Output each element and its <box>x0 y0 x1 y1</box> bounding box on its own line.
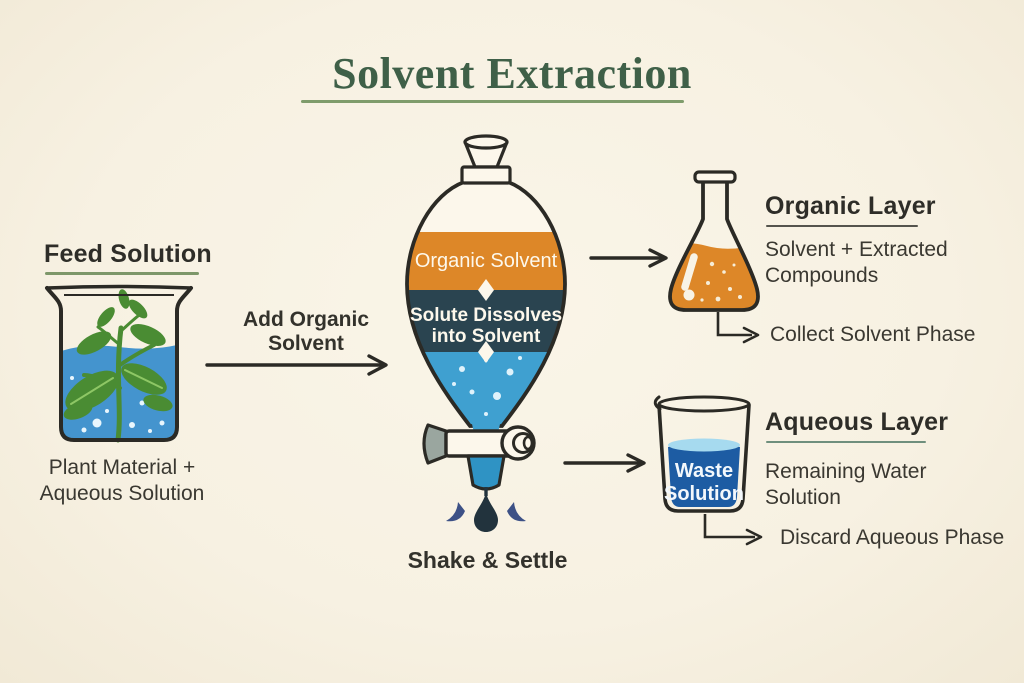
feed-beaker-icon <box>45 284 193 443</box>
feed-heading-underline <box>45 272 199 275</box>
splash-icons <box>446 502 526 522</box>
solute-label-line2: into Solvent <box>432 326 541 347</box>
flask-rim <box>693 170 737 184</box>
arrow-funnel-to-beaker <box>563 453 646 473</box>
feed-caption-line2: Aqueous Solution <box>39 482 205 505</box>
organic-heading: Organic Layer <box>765 192 936 220</box>
connector-discard <box>703 514 763 546</box>
connector-collect <box>716 312 760 344</box>
solute-label-line1: Solute Dissolves <box>410 305 562 326</box>
collect-action: Collect Solvent Phase <box>770 323 976 346</box>
discard-action: Discard Aqueous Phase <box>780 526 1005 549</box>
waste-label-line2: Solution <box>664 483 744 505</box>
title-underline <box>301 100 684 103</box>
plant-icon <box>63 289 173 443</box>
page-title: Solvent Extraction <box>332 49 692 98</box>
organic-solvent-label: Organic Solvent <box>415 250 558 272</box>
feed-bubbles <box>70 376 170 433</box>
organic-description: Solvent + Extracted Compounds <box>765 238 948 287</box>
feed-heading: Feed Solution <box>44 240 212 268</box>
stopper-icon <box>460 134 512 185</box>
drop-icon <box>474 487 498 532</box>
aqueous-description: Remaining Water Solution <box>765 460 927 509</box>
organic-flask-icon <box>668 170 760 312</box>
separating-funnel-icon: Organic Solvent Solute Dissolves into So… <box>405 134 567 532</box>
organic-heading-underline <box>766 225 918 227</box>
add-solvent-label: Add Organic Solvent <box>242 308 369 355</box>
waste-liquid <box>668 443 740 507</box>
waste-liquid-surface <box>668 438 740 452</box>
aqueous-heading-underline <box>766 441 926 443</box>
feed-caption: Plant Material + Aqueous Solution <box>12 455 232 507</box>
feed-caption-line1: Plant Material + <box>48 456 196 479</box>
waste-beaker-outline <box>653 395 751 513</box>
flask-highlights <box>681 253 742 302</box>
stopcock-icon <box>422 423 536 491</box>
feed-beaker-outline <box>45 284 193 442</box>
waste-beaker-icon: Waste Solution <box>653 395 751 513</box>
phase-separator-diamond-top <box>478 279 494 301</box>
funnel-caption: Shake & Settle <box>407 547 568 573</box>
phase-separator-diamond-bottom <box>478 341 494 363</box>
flask-outline <box>668 181 760 312</box>
aqueous-heading: Aqueous Layer <box>765 408 949 436</box>
arrow-feed-to-funnel <box>205 354 388 376</box>
arrow-funnel-to-flask <box>589 248 668 268</box>
funnel-bubbles <box>452 356 522 416</box>
waste-label-line1: Waste <box>675 460 733 482</box>
